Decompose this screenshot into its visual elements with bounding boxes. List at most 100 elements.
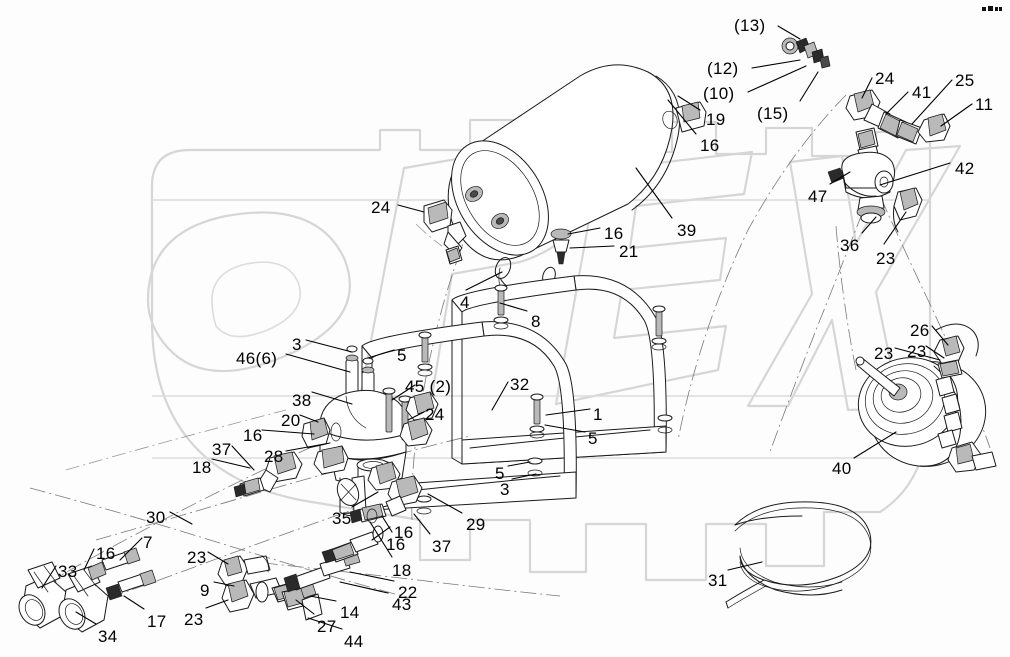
leader-c46 [285, 353, 351, 373]
leader-c16f [371, 526, 391, 541]
leader-c39 [635, 167, 673, 219]
callout-c14: 14 [340, 603, 360, 622]
callout-c15: (15) [757, 104, 789, 123]
callout-c5c: 5 [495, 464, 505, 483]
brake-chamber-40 [855, 323, 997, 473]
coiled-hose-31 [725, 501, 872, 609]
callout-c41: 41 [912, 83, 932, 102]
leader-c16e [83, 548, 95, 571]
leader-c45 [391, 384, 416, 401]
callout-c23a: 23 [876, 249, 896, 268]
callout-c35: 35 [332, 509, 352, 528]
callout-c12: (12) [707, 59, 739, 78]
leader-c15 [799, 71, 819, 102]
callout-c37a: 37 [212, 440, 232, 459]
leader-c9 [213, 581, 235, 587]
callout-c16b: 16 [604, 224, 624, 243]
leader-c19 [677, 95, 701, 111]
callout-c43: 43 [392, 595, 412, 614]
callout-c29: 29 [466, 515, 486, 534]
air-tank-39 [423, 64, 707, 265]
callout-c16c: 16 [243, 426, 263, 445]
leader-c5c [507, 461, 531, 467]
callout-c24a: 24 [875, 69, 895, 88]
callout-c16d: 16 [386, 535, 406, 554]
callout-c45: 45 (2) [405, 377, 452, 396]
leader-c12 [751, 59, 801, 69]
tank-mounting-straps-32 [361, 275, 673, 515]
callout-c18a: 18 [192, 458, 212, 477]
leader-c35 [351, 491, 379, 508]
callout-c47: 47 [808, 187, 828, 206]
leader-c32 [491, 381, 509, 411]
callout-c8: 8 [531, 312, 541, 331]
leader-c16d [381, 515, 393, 533]
leader-c16a [667, 99, 697, 135]
callout-c17: 17 [147, 612, 167, 631]
callout-c9: 9 [200, 581, 210, 600]
leader-c41 [885, 91, 909, 115]
leader-c23b [894, 347, 941, 361]
callout-c21: 21 [619, 242, 639, 261]
small-fittings-group [781, 37, 831, 69]
callout-c39: 39 [677, 221, 697, 240]
right-manifold-assembly [827, 89, 951, 233]
leader-c20 [299, 414, 319, 423]
leader-c23c [207, 551, 229, 565]
leader-c18b [369, 521, 393, 558]
callout-c23d: 23 [184, 610, 204, 629]
leader-c37b [413, 513, 431, 535]
callout-c42: 42 [955, 159, 975, 178]
callout-c46: 46(6) [236, 349, 278, 368]
leader-c36 [861, 216, 877, 234]
leader-c27 [295, 599, 315, 615]
callout-c37b: 37 [432, 537, 452, 556]
leader-c24b [397, 204, 425, 213]
assembly-axis-lines [29, 94, 991, 613]
callout-c10: (10) [703, 84, 735, 103]
leader-c42 [879, 162, 951, 186]
leader-c22 [349, 571, 395, 582]
callout-c32: 32 [510, 375, 530, 394]
leader-c37a [231, 445, 255, 471]
leader-c31 [727, 561, 763, 571]
callout-c13: (13) [734, 16, 766, 35]
leader-c14 [309, 595, 337, 602]
callout-c22: 22 [398, 583, 418, 602]
leader-c13 [777, 25, 801, 40]
callout-c40: 40 [832, 459, 852, 478]
leader-c16c [261, 429, 315, 435]
leader-c40 [853, 431, 897, 459]
leader-c44 [307, 617, 343, 630]
callout-c44: 44 [344, 632, 364, 651]
leader-c34 [75, 611, 97, 625]
callout-c24c: 24 [425, 405, 445, 424]
callout-c20: 20 [281, 411, 301, 430]
callout-c23e: 23 [907, 342, 927, 361]
leader-c7 [119, 537, 143, 561]
leader-c33 [41, 565, 57, 589]
bottom-center-fittings [217, 549, 361, 621]
leader-c5b [544, 424, 586, 433]
callout-c5b: 5 [588, 429, 598, 448]
leader-c23e [925, 345, 945, 359]
brake-cylinders-33-34 [18, 547, 157, 633]
leader-c24c [407, 411, 425, 421]
leader-c47 [829, 171, 851, 185]
callout-c7: 7 [143, 533, 153, 552]
callout-c23b: 23 [874, 344, 894, 363]
leader-c8 [499, 302, 528, 312]
leader-c24a [861, 77, 873, 99]
callout-c16e: 16 [96, 544, 116, 563]
callout-c5a: 5 [397, 346, 407, 365]
callout-c3a: 3 [292, 335, 302, 354]
callout-c33: 33 [58, 562, 78, 581]
corner-artifact-icon [982, 6, 1002, 11]
leader-c30 [169, 511, 193, 525]
callout-c16f: 16 [394, 523, 414, 542]
callout-leader-lines [41, 25, 973, 630]
leader-c29 [427, 493, 463, 514]
callout-c30: 30 [146, 508, 166, 527]
